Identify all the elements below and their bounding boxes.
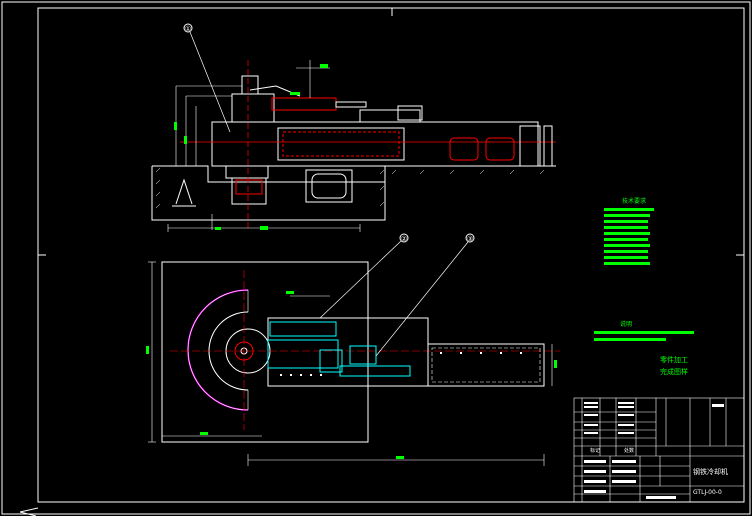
beam-window bbox=[277, 127, 405, 161]
base-housing bbox=[231, 177, 267, 205]
plan-extension-inner bbox=[431, 347, 541, 383]
balloon-2-circle bbox=[399, 233, 409, 243]
notes: 说明 零件加工 完成图样 bbox=[594, 320, 694, 376]
leader-1 bbox=[189, 31, 231, 133]
ground-line bbox=[152, 165, 556, 183]
support-leg-left bbox=[172, 178, 196, 207]
gearbox-inner bbox=[311, 173, 347, 199]
front-view: ① bbox=[151, 23, 556, 232]
balloon-2-label: ② bbox=[401, 235, 407, 243]
balloon-1-label: ① bbox=[185, 25, 191, 33]
drawing-title: 钢铁冷却机 bbox=[693, 467, 728, 476]
balloon-3-circle bbox=[465, 233, 475, 243]
balloon-3-label: ③ bbox=[467, 235, 473, 243]
tech-req-title: 技术要求 bbox=[622, 197, 646, 205]
notes-title: 说明 bbox=[620, 320, 632, 328]
plan-view: ② ③ bbox=[146, 233, 560, 466]
title-col-label-2: 处数 bbox=[624, 447, 634, 454]
balloon-1-circle bbox=[183, 23, 193, 33]
plan-dim-text bbox=[146, 291, 557, 459]
hydraulic-cylinder bbox=[339, 365, 411, 377]
swing-sector bbox=[187, 289, 249, 411]
note-line-2: 完成图样 bbox=[660, 367, 688, 376]
rail-pad-2 bbox=[485, 137, 515, 161]
beam-window-inner bbox=[282, 131, 400, 157]
title-block bbox=[573, 397, 745, 503]
title-block-fill bbox=[584, 402, 724, 499]
valve-block bbox=[349, 345, 377, 365]
title-col-label-1: 标记 bbox=[590, 447, 600, 454]
leader-2 bbox=[319, 240, 402, 319]
plan-extension bbox=[427, 343, 545, 387]
foundation-pit bbox=[151, 166, 386, 221]
end-block bbox=[519, 125, 541, 167]
leader-3 bbox=[375, 241, 469, 357]
mechanism-block bbox=[231, 93, 275, 123]
gearbox bbox=[305, 169, 353, 203]
soil-hatch bbox=[155, 167, 545, 209]
rail-pad-1 bbox=[449, 137, 479, 161]
drawing-code: GTLJ-00-0 bbox=[693, 489, 722, 496]
cylinder-rod bbox=[335, 101, 367, 108]
cylinder bbox=[271, 97, 337, 111]
top-plate bbox=[359, 109, 421, 123]
mechanism-cap bbox=[241, 75, 259, 95]
plan-dimensions bbox=[148, 261, 553, 466]
plan-outline bbox=[161, 261, 369, 443]
drive-unit-2 bbox=[267, 339, 339, 369]
control-box bbox=[319, 349, 343, 373]
end-post bbox=[543, 125, 553, 167]
inner-frame bbox=[37, 7, 745, 503]
drive-unit bbox=[269, 321, 337, 337]
base-hub bbox=[235, 179, 263, 195]
main-beam bbox=[211, 121, 539, 167]
slewing-ring bbox=[225, 165, 269, 179]
technical-requirements: 技术要求 bbox=[604, 197, 654, 265]
front-dimensions bbox=[167, 60, 361, 232]
corner-arrow bbox=[19, 507, 39, 516]
bolt-row bbox=[280, 352, 522, 376]
front-dim-text bbox=[174, 64, 328, 230]
top-fixture bbox=[397, 105, 423, 121]
note-line-1: 零件加工 bbox=[660, 355, 688, 364]
swing-arc-outer bbox=[187, 289, 249, 411]
